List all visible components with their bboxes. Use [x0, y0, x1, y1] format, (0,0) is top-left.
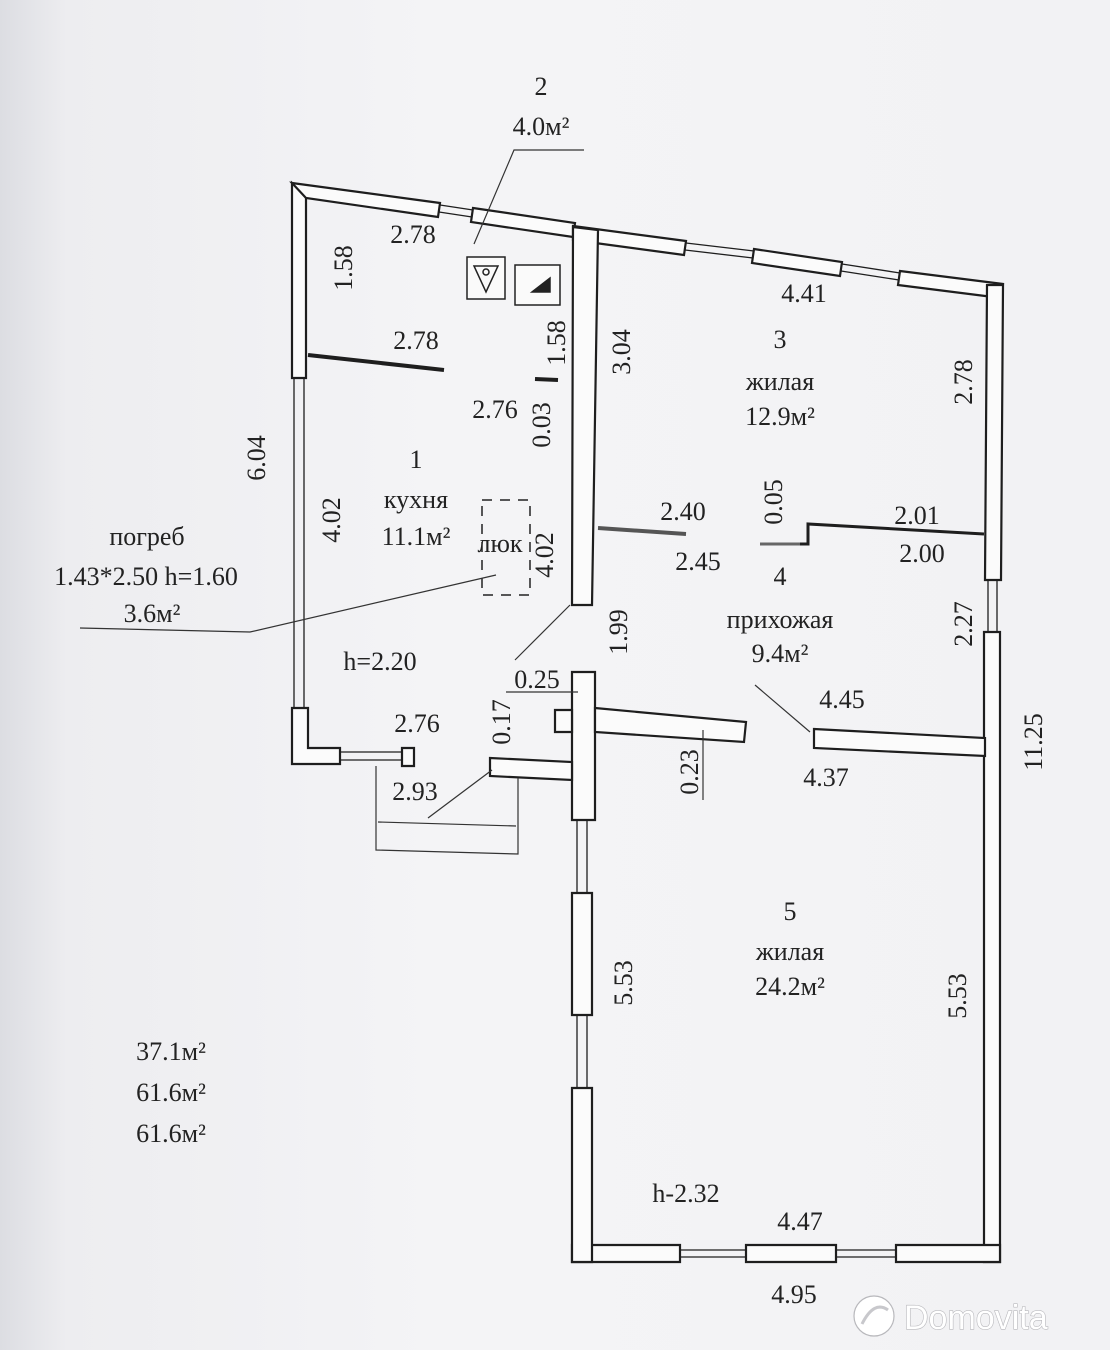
wall-left-room5-c	[570, 1086, 594, 1264]
dim-4-45: 4.45	[819, 685, 865, 714]
dim-2-01: 2.01	[894, 501, 940, 530]
total-general: 61.6м²	[136, 1078, 206, 1107]
dim-2-78-right: 2.78	[949, 359, 978, 405]
cellar-title: погреб	[109, 522, 184, 551]
totals: 37.1м² 61.6м² 61.6м²	[136, 1037, 206, 1148]
wall-top-room3-b	[750, 247, 844, 278]
room2-number: 2	[535, 72, 548, 101]
dim-2-93: 2.93	[392, 777, 438, 806]
dim-5-53-left: 5.53	[609, 960, 638, 1006]
dim-0-05: 0.05	[759, 479, 788, 525]
room-labels: 2 4.0м² 1 кухня 11.1м² люк 3 жилая 12.9м…	[54, 72, 833, 1208]
wall-kitchen-room3	[570, 225, 600, 607]
dim-5-53-right: 5.53	[943, 973, 972, 1019]
dim-0-17: 0.17	[487, 699, 516, 745]
wall-top-kitchen-a	[289, 181, 442, 219]
dim-2-00: 2.00	[899, 539, 945, 568]
dim-4-47: 4.47	[777, 1207, 823, 1236]
room4-area: 9.4м²	[752, 639, 809, 668]
wall-right-upper	[983, 283, 1005, 582]
wall-left-room5-b	[570, 891, 594, 1017]
dim-6-04: 6.04	[242, 435, 271, 481]
dim-1-99: 1.99	[604, 609, 633, 655]
dim-11-25: 11.25	[1019, 713, 1048, 771]
dim-0-23: 0.23	[675, 749, 704, 795]
dim-2-27: 2.27	[949, 601, 978, 647]
dim-2-76-b: 2.76	[394, 709, 440, 738]
room1-area: 11.1м²	[382, 522, 451, 551]
room3-number: 3	[774, 325, 787, 354]
porch	[375, 766, 519, 855]
dim-2-78-mid: 2.78	[393, 326, 439, 355]
wall-top-kitchen-b	[469, 206, 577, 239]
wall-right-lower	[982, 630, 1002, 1264]
wall-bottom-c	[894, 1243, 1002, 1264]
cellar-area: 3.6м²	[124, 599, 181, 628]
room5-name: жилая	[755, 937, 824, 966]
wall-bottom-b	[744, 1243, 838, 1264]
fixtures	[466, 256, 561, 596]
hatch-label: люк	[477, 529, 522, 558]
dim-2-78-top: 2.78	[390, 220, 436, 249]
hatch-icon	[481, 499, 531, 596]
partitions	[307, 353, 985, 546]
watermark-text: Domovita	[904, 1299, 1048, 1337]
dim-4-37: 4.37	[803, 763, 849, 792]
walls	[289, 180, 1005, 1264]
sink-icon	[514, 264, 561, 306]
total-overall: 61.6м²	[136, 1119, 206, 1148]
room5-area: 24.2м²	[755, 972, 825, 1001]
dim-2-40: 2.40	[660, 497, 706, 526]
wall-corridor-stub-left	[553, 708, 574, 734]
dim-4-95: 4.95	[771, 1280, 817, 1309]
watermark-logo-icon	[853, 1295, 895, 1337]
dim-0-03: 0.03	[527, 402, 556, 448]
wall-left-kitchen-lower	[290, 706, 342, 766]
wall-corridor-horizontal	[593, 706, 748, 744]
dim-2-45: 2.45	[675, 547, 721, 576]
dim-1-58-right: 1.58	[542, 320, 571, 366]
dim-3-04: 3.04	[607, 329, 636, 375]
room3-name: жилая	[745, 367, 814, 396]
height-room5: h-2.32	[652, 1179, 719, 1208]
leader-lines	[79, 149, 811, 819]
room1-name: кухня	[384, 485, 448, 514]
dim-2-76-a: 2.76	[472, 395, 518, 424]
room1-number: 1	[410, 445, 423, 474]
dim-4-02-left: 4.02	[317, 497, 346, 543]
wall-hall-room5	[812, 727, 987, 758]
wall-left-kitchen	[290, 180, 308, 380]
room3-area: 12.9м²	[745, 402, 815, 431]
watermark: Domovita	[853, 1295, 1048, 1338]
cellar-size: 1.43*2.50 h=1.60	[54, 562, 238, 591]
dim-1-58-left: 1.58	[329, 245, 358, 291]
wall-kitchen-exit	[488, 756, 574, 782]
dim-0-25: 0.25	[514, 665, 560, 694]
wall-kitchen-bottom-stub	[400, 746, 416, 768]
room4-number: 4	[774, 562, 787, 591]
height-kitchen: h=2.20	[343, 647, 416, 676]
room2-area: 4.0м²	[513, 112, 570, 141]
room4-name: прихожая	[727, 605, 834, 634]
total-living: 37.1м²	[136, 1037, 206, 1066]
dimensions: 2.78 1.58 2.78 1.58 2.76 0.03 6.04 4.02 …	[242, 220, 1048, 1309]
room5-number: 5	[784, 897, 797, 926]
dim-4-02-right: 4.02	[530, 532, 559, 578]
wall-left-room5-a	[570, 670, 597, 822]
dim-4-41: 4.41	[781, 279, 827, 308]
